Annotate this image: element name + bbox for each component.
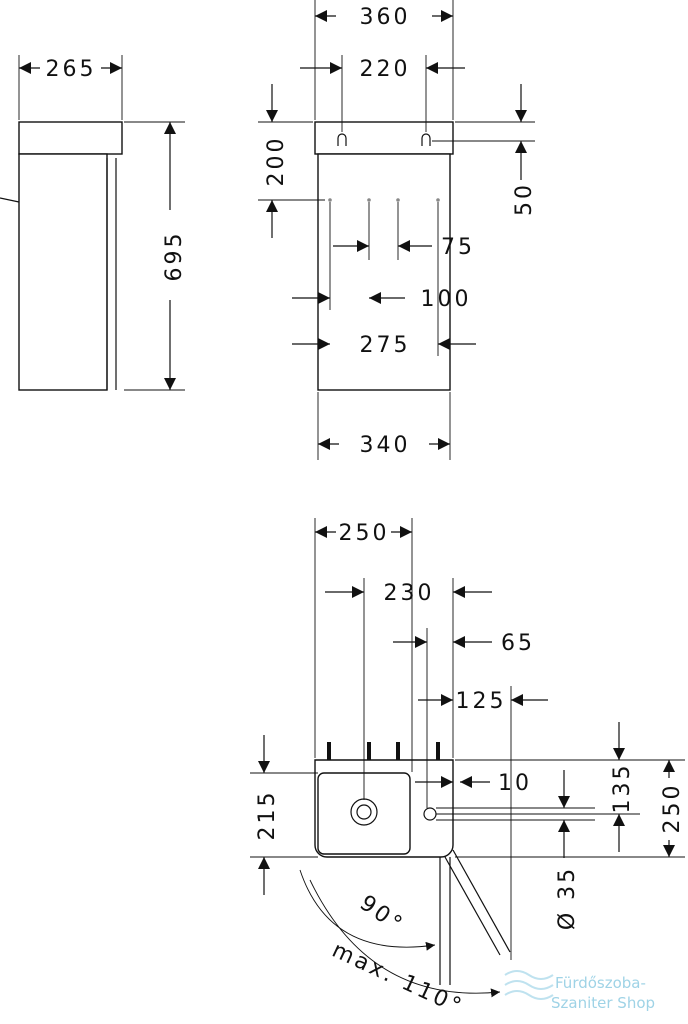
angle-max-110: max. 110° <box>328 938 467 1021</box>
side-basin <box>18 121 123 155</box>
dim-265: 265 <box>46 57 97 82</box>
dim-215: 215 <box>255 790 280 841</box>
dim-200: 200 <box>264 136 289 187</box>
side-view: 265 695 <box>0 55 187 391</box>
dim-125: 125 <box>456 689 507 714</box>
dim-250-right: 250 <box>660 783 685 834</box>
dim-360: 360 <box>360 5 411 30</box>
top-view: 250 230 65 125 10 215 Ø 35 <box>250 518 685 1020</box>
dim-230: 230 <box>384 581 435 606</box>
dim-50: 50 <box>512 182 537 216</box>
dim-100: 100 <box>421 287 472 312</box>
watermark: Fürdőszoba- Szaniter Shop <box>504 970 655 1012</box>
angle-90: 90° <box>355 891 409 939</box>
dim-135: 135 <box>610 763 635 814</box>
dim-65: 65 <box>501 631 535 656</box>
front-cabinet <box>317 153 451 391</box>
watermark-line1: Fürdőszoba- <box>555 974 646 992</box>
dim-dia-35: Ø 35 <box>555 866 580 930</box>
watermark-line2: Szaniter Shop <box>551 994 655 1012</box>
dim-250-top: 250 <box>339 521 390 546</box>
dim-75: 75 <box>441 235 475 260</box>
dim-275: 275 <box>360 333 411 358</box>
side-cabinet <box>18 153 108 391</box>
dim-340: 340 <box>360 433 411 458</box>
front-view: 360 220 200 50 75 100 275 <box>258 0 537 460</box>
front-basin <box>314 121 454 155</box>
dim-10: 10 <box>498 771 532 796</box>
dim-695: 695 <box>162 231 187 282</box>
dim-220: 220 <box>360 57 411 82</box>
